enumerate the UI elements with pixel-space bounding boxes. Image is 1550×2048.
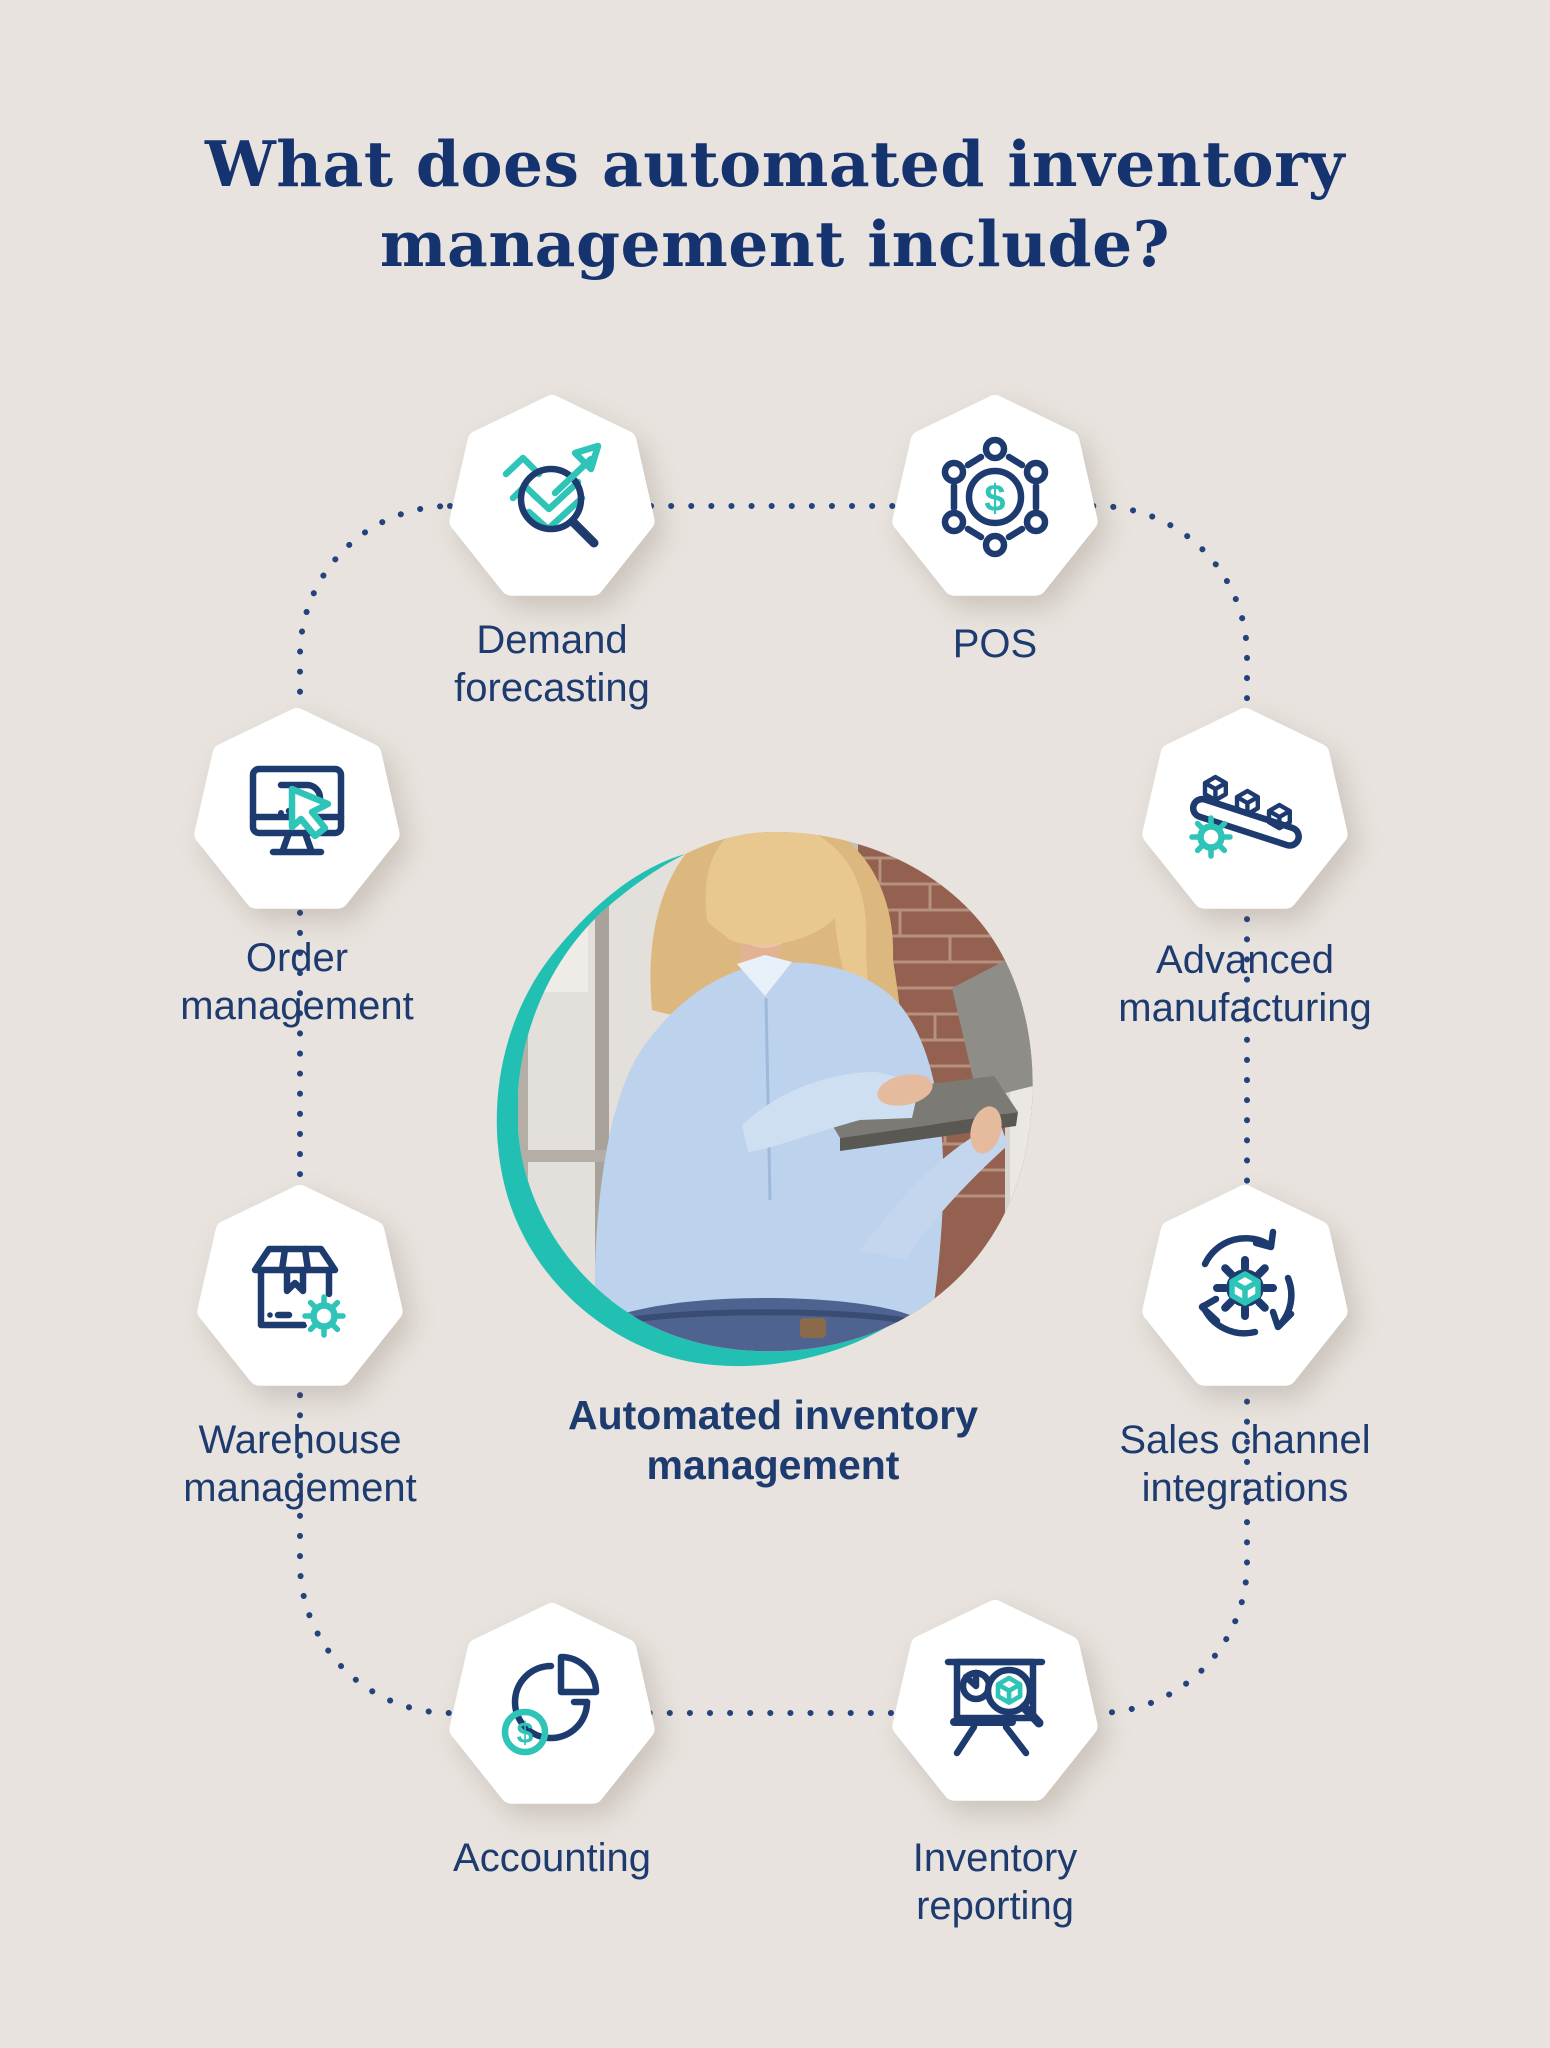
svg-text:$: $ [984, 478, 1005, 520]
package-gear-icon [251, 1245, 346, 1338]
label-accounting: Accounting [453, 1836, 651, 1880]
label-sales-channel-integrations: Sales channel integrations [1119, 1418, 1371, 1510]
heptagon-tile [892, 395, 1098, 596]
badge-accounting: $ [447, 1603, 657, 1813]
pie-chart-dollar-icon: $ [501, 1653, 600, 1756]
label-order-management: Order management [180, 936, 414, 1028]
svg-text:$: $ [517, 1717, 534, 1750]
trend-magnifier-icon [502, 442, 602, 548]
page-title-line1: What does automated inventory [204, 127, 1345, 202]
badge-warehouse-management [195, 1185, 405, 1395]
label-inventory-reporting: Inventory reporting [912, 1836, 1078, 1928]
heptagon-tile [449, 1603, 655, 1804]
monitor-cursor-icon [249, 765, 345, 856]
badge-demand-forecasting [447, 395, 657, 605]
heptagon-tile [1142, 708, 1348, 909]
dollar-network-icon: $ [941, 436, 1049, 558]
center-caption: Automated inventory management [567, 1392, 979, 1488]
conveyor-cubes-gear-icon [1189, 774, 1302, 859]
label-demand-forecasting: Demand forecasting [454, 618, 650, 710]
report-magnifier-cube-icon [944, 1658, 1046, 1757]
label-pos: POS [952, 622, 1038, 666]
center-illustration [496, 832, 1033, 1367]
badge-advanced-manufacturing [1140, 708, 1350, 918]
page-title-line2: management include? [379, 207, 1171, 282]
badge-inventory-reporting [890, 1600, 1100, 1810]
page-title: What does automated inventory management… [75, 124, 1475, 284]
badge-sales-channel-integrations [1140, 1185, 1350, 1395]
heptagon-tile [449, 395, 655, 596]
heptagon-tile [1142, 1185, 1348, 1386]
label-advanced-manufacturing: Advanced manufacturing [1118, 938, 1372, 1030]
badge-order-management [192, 708, 402, 918]
gear-cube-sync-icon [1198, 1228, 1295, 1337]
dotted-loop-path [297, 503, 1250, 1716]
label-warehouse-management: Warehouse management [183, 1418, 417, 1510]
center-photo [518, 832, 1033, 1352]
badge-pos: $ [890, 395, 1100, 605]
